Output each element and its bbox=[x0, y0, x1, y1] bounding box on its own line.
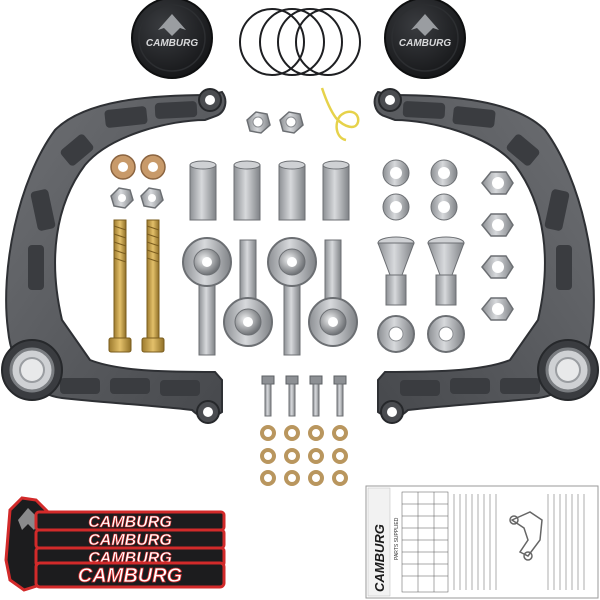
right-control-arm bbox=[373, 88, 599, 424]
rod-end-icon bbox=[223, 239, 273, 347]
small-bolts bbox=[261, 375, 347, 417]
spacer-sleeve bbox=[278, 160, 306, 221]
washer-icon bbox=[332, 470, 348, 486]
left-control-arm bbox=[1, 88, 227, 424]
o-ring-icon bbox=[259, 8, 325, 76]
bolt-icon bbox=[309, 375, 323, 417]
parts-table bbox=[401, 491, 449, 593]
sticker-strip: CAMBURG bbox=[34, 528, 226, 550]
o-ring-icon bbox=[277, 8, 343, 76]
o-ring-icon bbox=[295, 8, 361, 76]
washer-icon bbox=[284, 470, 300, 486]
bolt-icon bbox=[333, 375, 347, 417]
rod-end-icon bbox=[308, 239, 358, 347]
instruction-text-lines bbox=[453, 494, 585, 590]
washer-icon bbox=[260, 425, 276, 441]
top-hardware bbox=[246, 87, 360, 142]
o-ring-icon bbox=[239, 8, 305, 76]
washer-icon bbox=[260, 448, 276, 464]
rod-end-icon bbox=[267, 237, 317, 356]
instruction-sheet: CAMBURG PARTS SUPPLIED bbox=[365, 485, 599, 599]
rod-ends bbox=[182, 237, 358, 356]
cap-logo-text: CAMBURG bbox=[399, 38, 451, 49]
left-dust-cap: CAMBURG bbox=[131, 0, 213, 79]
sticker-text: CAMBURG bbox=[88, 514, 172, 531]
instruction-brand: CAMBURG bbox=[372, 524, 387, 592]
instruction-heading: PARTS SUPPLIED bbox=[394, 517, 400, 560]
spacer-sleeves bbox=[189, 160, 350, 221]
washer-icon bbox=[332, 425, 348, 441]
sticker-strip: CAMBURG bbox=[34, 510, 226, 532]
spacer-sleeve bbox=[322, 160, 350, 221]
cotter-clip bbox=[320, 87, 360, 142]
bolt-icon bbox=[285, 375, 299, 417]
washer-icon bbox=[284, 425, 300, 441]
left-small-hardware bbox=[108, 154, 166, 353]
washer-icon bbox=[284, 448, 300, 464]
cap-logo-text: CAMBURG bbox=[146, 38, 198, 49]
washer-icon bbox=[332, 448, 348, 464]
bolt-icon bbox=[108, 219, 132, 353]
spacer-sleeve bbox=[189, 160, 217, 221]
bolt-icon bbox=[261, 375, 275, 417]
right-dust-cap: CAMBURG bbox=[384, 0, 466, 79]
sticker-text: CAMBURG bbox=[78, 565, 182, 587]
spacer-sleeve bbox=[233, 160, 261, 221]
misalignment-spacer bbox=[377, 236, 415, 306]
misalignment-spacer bbox=[427, 236, 465, 306]
sticker-strip: CAMBURG bbox=[34, 561, 226, 589]
camburg-stickers: CAMBURG CAMBURG CAMBURG CAMBURG bbox=[4, 496, 226, 592]
camburg-falcon-logo bbox=[158, 14, 186, 36]
washer-icon bbox=[260, 470, 276, 486]
bolt-icon bbox=[141, 219, 165, 353]
rod-end-icon bbox=[182, 237, 232, 356]
washer-icon bbox=[308, 448, 324, 464]
sticker-text: CAMBURG bbox=[88, 532, 172, 549]
arm-diagram bbox=[509, 511, 543, 561]
o-rings bbox=[239, 8, 361, 76]
camburg-falcon-logo bbox=[411, 14, 439, 36]
right-small-hardware bbox=[377, 159, 514, 353]
washer-icon bbox=[308, 470, 324, 486]
washer-icon bbox=[308, 425, 324, 441]
small-washers-grid bbox=[260, 425, 348, 486]
